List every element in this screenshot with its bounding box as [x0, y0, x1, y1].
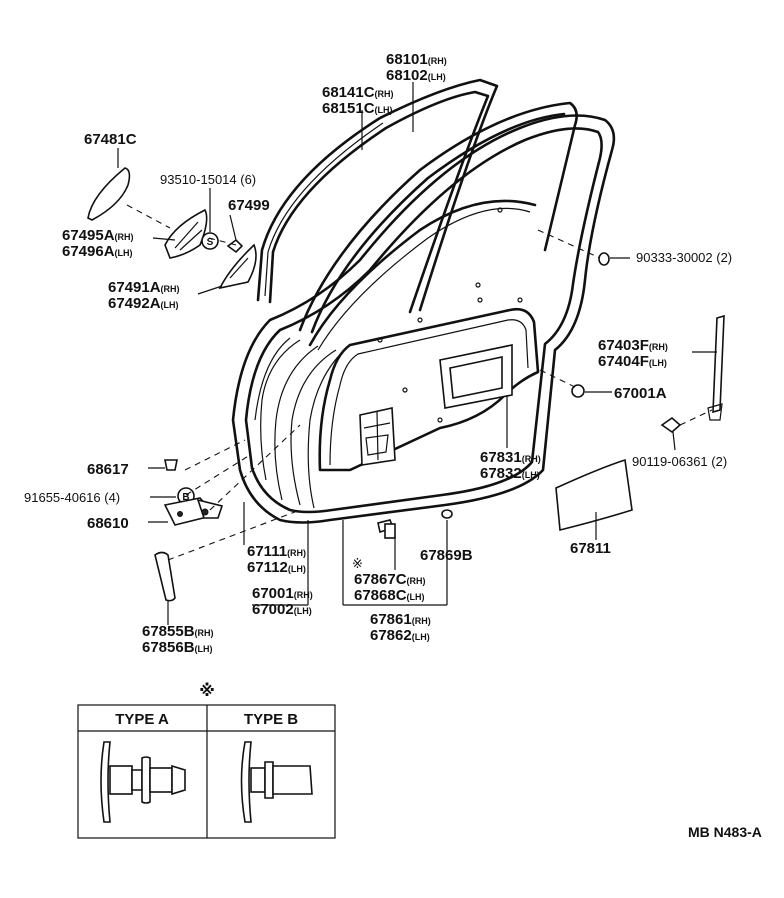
leader-lines — [117, 82, 717, 625]
label-91655: 91655-40616 (4) — [24, 490, 120, 505]
label-67867C: 67867C(RH) — [354, 571, 426, 588]
service-hole-cover — [555, 458, 633, 532]
label-90333: 90333-30002 (2) — [636, 250, 732, 265]
label-68617: 68617 — [87, 461, 129, 478]
label-67111: 67111(RH) — [247, 543, 306, 560]
label-67832: 67832(LH) — [480, 465, 540, 482]
star-callout: ※ — [199, 682, 215, 700]
figure-code: MB N483-A — [688, 824, 762, 840]
label-67831: 67831(RH) — [480, 449, 541, 466]
label-67492A: 67492A(LH) — [108, 295, 179, 312]
label-67499: 67499 — [228, 197, 270, 214]
s-callout-circle — [201, 232, 219, 250]
type-b-label: TYPE B — [244, 711, 298, 728]
type-a-label: TYPE A — [115, 711, 169, 728]
door-weatherstrip — [298, 101, 578, 334]
clip-type-a-drawing — [100, 741, 186, 823]
label-67868C: 67868C(LH) — [354, 587, 425, 604]
star-callout-small: ※ — [352, 556, 363, 571]
label-67811: 67811 — [570, 540, 611, 557]
door-hinge — [163, 497, 224, 526]
label-90119: 90119-06361 (2) — [632, 454, 727, 469]
label-68610: 68610 — [87, 515, 129, 532]
label-67403F: 67403F(RH) — [598, 337, 668, 354]
clip-type-b-drawing — [240, 741, 313, 823]
belt-molding — [707, 314, 725, 421]
trim-channel — [308, 199, 537, 351]
hinge-arm — [154, 551, 176, 602]
label-67001A: 67001A — [614, 385, 667, 402]
label-67855B: 67855B(RH) — [142, 623, 214, 640]
label-67862: 67862(LH) — [370, 627, 430, 644]
label-67481C: 67481C — [84, 131, 137, 148]
label-68141C: 68141C(RH) — [322, 84, 394, 101]
s-callout-text: S — [207, 237, 214, 248]
corner-garnish — [87, 167, 257, 290]
part-labels: 68101(RH) 68102(LH) 68141C(RH) 68151C(LH… — [24, 51, 732, 656]
clip-type-table: ※ TYPE A TYPE B — [77, 682, 336, 839]
label-93510: 93510-15014 (6) — [160, 172, 256, 187]
glass-run-channel — [256, 78, 499, 314]
door-frame — [231, 114, 616, 524]
label-68102: 68102(LH) — [386, 67, 446, 84]
label-67002: 67002(LH) — [252, 601, 312, 618]
label-67404F: 67404F(LH) — [598, 353, 667, 370]
label-67869B: 67869B — [420, 547, 473, 564]
b-callout-text: B — [182, 492, 189, 503]
fasteners — [164, 232, 682, 539]
label-68101: 68101(RH) — [386, 51, 447, 68]
label-67856B: 67856B(LH) — [142, 639, 213, 656]
label-67112: 67112(LH) — [247, 559, 306, 576]
label-67861: 67861(RH) — [370, 611, 431, 628]
label-67001: 67001(RH) — [252, 585, 313, 602]
label-68151C: 68151C(LH) — [322, 100, 393, 117]
door-trim-panel — [318, 207, 540, 472]
label-67491A: 67491A(RH) — [108, 279, 180, 296]
label-67496A: 67496A(LH) — [62, 243, 133, 260]
label-67495A: 67495A(RH) — [62, 227, 134, 244]
dashed-leaders — [126, 204, 713, 561]
